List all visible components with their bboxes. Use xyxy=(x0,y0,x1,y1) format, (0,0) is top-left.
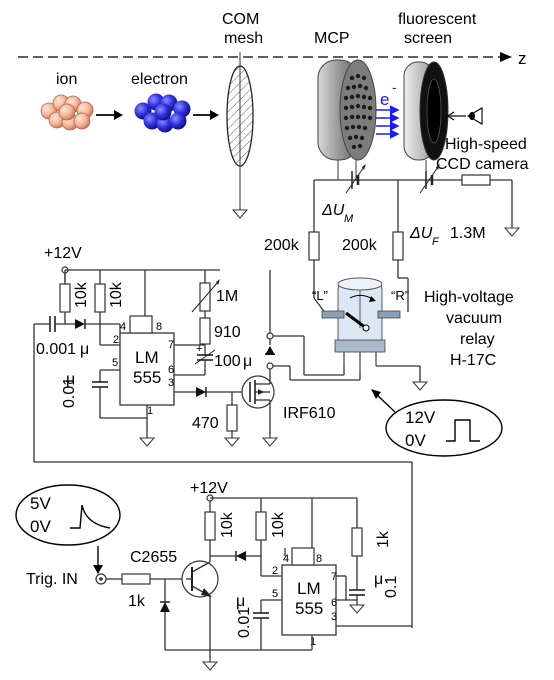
upper-chip-label-1: LM xyxy=(135,348,159,367)
upper-pin-6: 6 xyxy=(168,364,174,376)
lower-c-01u-unit: μ xyxy=(374,571,383,588)
lower-pin-1: 1 xyxy=(310,636,316,648)
lower-c-001u-label: 0.01 xyxy=(236,607,253,638)
upper-r-1m-label: 1M xyxy=(216,288,238,305)
lower-r-10k-a-label: 10k xyxy=(219,511,236,538)
upper-r-910-label: 910 xyxy=(214,324,241,341)
relay-label-4: H-17C xyxy=(450,352,496,369)
lower-c-01u-label: 0.1 xyxy=(383,576,400,598)
relay-description: High-voltage vacuum relay H-17C xyxy=(424,289,514,369)
mosfet-label: IRF610 xyxy=(283,405,336,422)
relay-label-3: relay xyxy=(460,331,495,348)
upper-pin-4: 4 xyxy=(120,321,126,333)
plus-sign: + xyxy=(196,343,202,355)
lower-r-10k-b-label: 10k xyxy=(270,511,287,538)
lower-pin-6: 6 xyxy=(331,597,337,609)
lower-chip-label-2: 555 xyxy=(295,599,323,618)
transistor-label: C2655 xyxy=(130,549,177,566)
electron-sign: - xyxy=(392,79,397,95)
upper-c-100u-label: 100 xyxy=(214,353,241,370)
upper-pin-8: 8 xyxy=(156,321,162,333)
upper-supply-label: +12V xyxy=(44,245,82,262)
electron-symbol: e xyxy=(380,90,389,109)
lower-r-1k-right-label: 1k xyxy=(375,530,392,548)
upper-pin-5: 5 xyxy=(112,357,118,369)
lower-pin-2: 2 xyxy=(272,565,278,577)
upper-c-001u-label: 0.01 xyxy=(61,377,78,408)
r-1-3m-label: 1.3M xyxy=(450,225,486,242)
upper-pin-1: 1 xyxy=(147,405,153,417)
electron-cluster: electron xyxy=(131,71,191,133)
pulse-high-label: 12V xyxy=(405,408,436,427)
mcp-label: MCP xyxy=(314,30,350,47)
du-f-label: ΔU xyxy=(409,225,433,242)
upper-r-470-label: 470 xyxy=(192,415,219,432)
du-m-label: ΔU xyxy=(321,202,345,219)
hv-bias-network: ΔU M ΔU F 1.3M 200k 200k xyxy=(264,164,521,315)
upper-c-001u-unit: μ xyxy=(66,371,75,388)
lower-pin-7: 7 xyxy=(331,571,337,583)
vacuum-relay: “L” “R” xyxy=(312,277,429,391)
trigger-high-label: 5V xyxy=(30,494,51,513)
com-mesh-label-1: COM xyxy=(222,11,259,28)
trig-in-label: Trig. IN xyxy=(26,571,78,588)
upper-pin-2: 2 xyxy=(113,334,119,346)
du-f-subscript: F xyxy=(432,236,440,248)
ccd-camera-label: High-speed CCD camera xyxy=(436,136,529,173)
r-200k-right-label: 200k xyxy=(342,237,378,254)
pulse-low-label: 0V xyxy=(405,431,426,450)
upper-c-100u-unit: μ xyxy=(243,353,252,370)
upper-c-0001u-label: 0.001 xyxy=(36,341,76,358)
lower-chip-label-1: LM xyxy=(297,579,321,598)
lower-r-1k-in-label: 1k xyxy=(128,593,146,610)
camera-label-1: High-speed xyxy=(445,136,527,153)
lower-c-001u-unit: μ xyxy=(236,593,245,610)
r-200k-left-label: 200k xyxy=(264,237,300,254)
com-mesh: COM mesh xyxy=(222,11,263,219)
electron-label: electron xyxy=(131,71,188,88)
relay-label-1: High-voltage xyxy=(424,289,514,306)
upper-r-10k-a-label: 10k xyxy=(73,281,90,308)
z-axis-label: z xyxy=(518,49,527,68)
lower-pin-4: 4 xyxy=(283,553,289,565)
upper-pin-3: 3 xyxy=(168,377,174,389)
ion-cluster: ion xyxy=(40,71,94,131)
lower-pin-8: 8 xyxy=(316,553,322,565)
screen-label-2: screen xyxy=(404,30,452,47)
du-m-subscript: M xyxy=(344,213,354,225)
relay-R-label: “R” xyxy=(391,288,409,303)
emitted-electron-arrows: e - xyxy=(376,79,400,139)
relay-L-label: “L” xyxy=(312,288,328,303)
upper-chip-label-2: 555 xyxy=(133,368,161,387)
mcp-detector: MCP xyxy=(314,30,377,180)
upper-pin-7: 7 xyxy=(168,339,174,351)
ion-arrow xyxy=(96,110,123,120)
eye-icon xyxy=(446,107,483,125)
com-mesh-label-2: mesh xyxy=(224,30,263,47)
upper-timer-circuit: +12V 10k 10k 0.001 μ LM 555 4 8 xyxy=(33,245,413,628)
upper-r-10k-b-label: 10k xyxy=(108,281,125,308)
ion-label: ion xyxy=(56,71,77,88)
camera-label-2: CCD camera xyxy=(436,156,529,173)
lower-pin-3: 3 xyxy=(331,611,337,623)
electron-arrow xyxy=(193,110,219,120)
trigger-callout: 5V 0V xyxy=(15,484,121,574)
relay-label-2: vacuum xyxy=(446,310,502,327)
trigger-low-label: 0V xyxy=(30,517,51,536)
upper-c-0001u-unit: μ xyxy=(80,341,89,358)
fluorescent-screen: fluorescent screen xyxy=(398,11,477,180)
lower-timer-circuit: Trig. IN 1k C2655 +12V 10k 10k xyxy=(26,480,412,671)
z-axis: z xyxy=(18,49,527,68)
screen-label-1: fluorescent xyxy=(398,11,477,28)
lower-pin-5: 5 xyxy=(272,588,278,600)
lower-supply-label: +12V xyxy=(190,480,228,497)
relay-pulse-callout: 12V 0V xyxy=(371,389,503,457)
